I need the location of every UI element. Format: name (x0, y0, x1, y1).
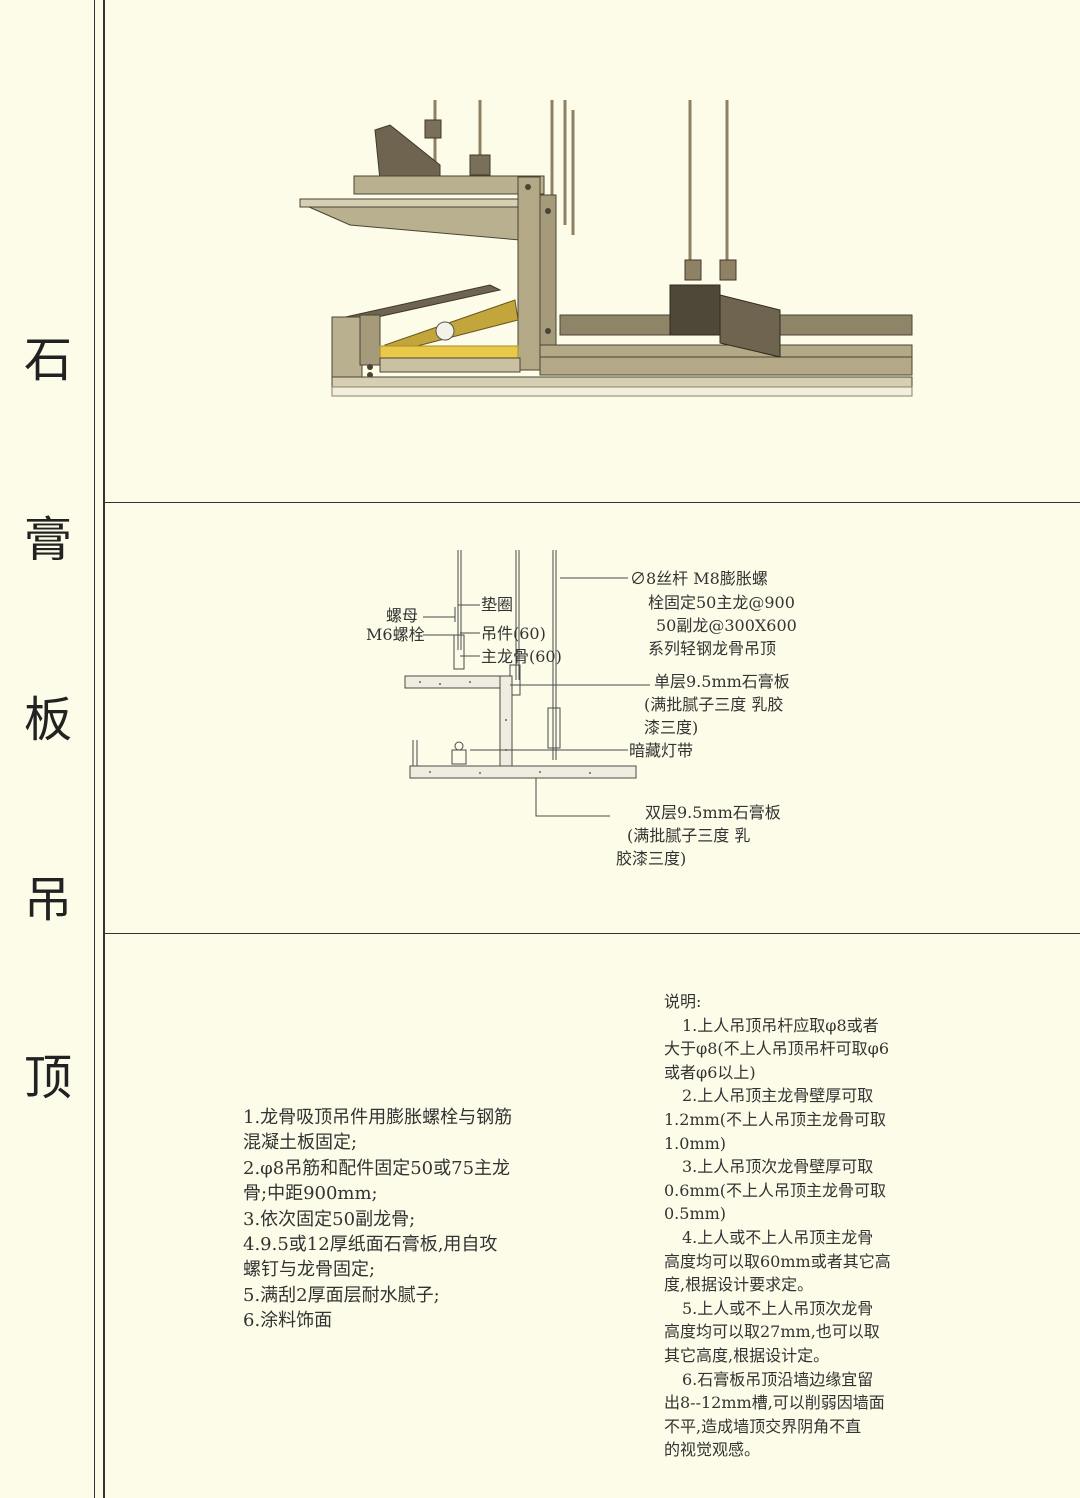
explanation-line: 度,根据设计要求定。 (664, 1275, 814, 1295)
step-line: 骨;中距900mm; (243, 1183, 378, 1205)
label-hanger: 吊件(60) (481, 624, 546, 643)
explanation-line: 1.0mm) (664, 1133, 727, 1153)
label-rod-line-4: 系列轻钢龙骨吊顶 (648, 639, 777, 658)
label-leaders (423, 577, 650, 751)
label-bolt: M6螺栓 (366, 625, 425, 644)
label-double-board-2: (满批腻子三度 乳 (627, 826, 751, 845)
step-line: 2.φ8吊筋和配件固定50或75主龙 (243, 1157, 511, 1179)
light-fixture (454, 741, 464, 751)
hanger-clip (453, 634, 465, 670)
upper-slab (299, 175, 545, 241)
label-nut: 螺母 (386, 606, 419, 625)
label-rod-line-2: 栓固定50主龙@900 (648, 593, 795, 612)
explanation-line: 高度均可以取60mm或者其它高 (664, 1251, 891, 1271)
explanation-line: 3.上人吊顶次龙骨壁厚可取 (682, 1157, 874, 1177)
divider-bottom (103, 933, 1080, 934)
explanation-block: 说明: 1.上人吊顶吊杆应取φ8或者 大于φ8(不上人吊顶吊杆可取φ6 或者φ6… (664, 990, 924, 1462)
step-line: 4.9.5或12厚纸面石膏板,用自攻 (243, 1234, 498, 1256)
step-line: 3.依次固定50副龙骨; (243, 1208, 416, 1230)
explanation-line: 或者φ6以上) (664, 1062, 756, 1082)
title-char: 石 (23, 332, 72, 388)
explanation-line: 4.上人或不上人吊顶主龙骨 (682, 1227, 874, 1247)
hanger-clip (547, 707, 561, 749)
explanation-line: 0.5mm) (664, 1204, 727, 1224)
frame-outer-left-line (94, 0, 95, 1498)
explanation-line: 1.2mm(不上人吊顶主龙骨可取 (664, 1109, 887, 1129)
vertical-board (517, 176, 557, 371)
label-main-keel: 主龙骨(60) (481, 647, 562, 666)
explanation-line: 大于φ8(不上人吊顶吊杆可取φ6 (664, 1039, 890, 1059)
label-light-strip: 暗藏灯带 (629, 741, 694, 760)
step-line: 混凝土板固定; (243, 1132, 358, 1154)
explanation-line: 的视觉观感。 (664, 1440, 761, 1460)
upper-keel-channel (374, 119, 491, 181)
label-single-board-3: 漆三度) (644, 718, 699, 737)
explanation-line: 1.上人吊顶吊杆应取φ8或者 (682, 1015, 879, 1035)
right-keel-channels (559, 259, 913, 358)
label-single-board-2: (满批腻子三度 乳胶 (644, 696, 784, 714)
explanation-line: 5.上人或不上人吊顶次龙骨 (682, 1298, 874, 1318)
title-char: 吊 (23, 872, 72, 928)
frame-inner-left-line (103, 0, 105, 1498)
vertical-title: 石 膏 板 吊 顶 (0, 0, 96, 1498)
label-rod-line-3: 50副龙@300X600 (656, 616, 797, 635)
step-line: 6.涂料饰面 (243, 1310, 333, 1332)
explanation-line: 高度均可以取27mm,也可以取 (664, 1322, 880, 1342)
divider-top (103, 502, 1080, 503)
title-char: 膏 (23, 512, 72, 568)
explanation-line: 其它高度,根据设计定。 (664, 1345, 830, 1365)
explanation-line: 2.上人吊顶主龙骨壁厚可取 (682, 1086, 874, 1106)
label-double-board-1: 双层9.5mm石膏板 (645, 803, 781, 822)
installation-steps: 1.龙骨吸顶吊件用膨胀螺栓与钢筋 混凝土板固定; 2.φ8吊筋和配件固定50或7… (243, 1105, 512, 1334)
label-double-board-3: 胶漆三度) (616, 849, 687, 868)
explanation-line: 出8--12mm槽,可以削弱因墙面 (664, 1393, 885, 1413)
explanation-line: 0.6mm(不上人吊顶主龙骨可取 (664, 1180, 887, 1200)
title-char: 顶 (23, 1050, 72, 1106)
step-line: 螺钉与龙骨固定; (243, 1259, 376, 1281)
step-line: 1.龙骨吸顶吊件用膨胀螺栓与钢筋 (243, 1107, 513, 1128)
label-washer: 垫圈 (481, 595, 514, 614)
label-rod-line-1: ∅8丝杆 M8膨胀螺 (630, 569, 768, 588)
explanation-line: 不平,造成墙顶交界阴角不直 (664, 1416, 862, 1436)
title-char: 板 (23, 692, 72, 748)
label-single-board-1: 单层9.5mm石膏板 (654, 672, 790, 691)
leader-line (535, 778, 610, 817)
step-line: 5.满刮2厚面层耐水腻子; (243, 1284, 440, 1306)
explanation-heading: 说明: (664, 992, 702, 1011)
explanation-line: 6.石膏板吊顶沿墙边缘宜留 (682, 1369, 874, 1389)
lower-cove (331, 284, 521, 380)
lower-board (409, 765, 637, 779)
isometric-ceiling-illustration (299, 100, 913, 397)
bottom-slab (331, 344, 913, 397)
